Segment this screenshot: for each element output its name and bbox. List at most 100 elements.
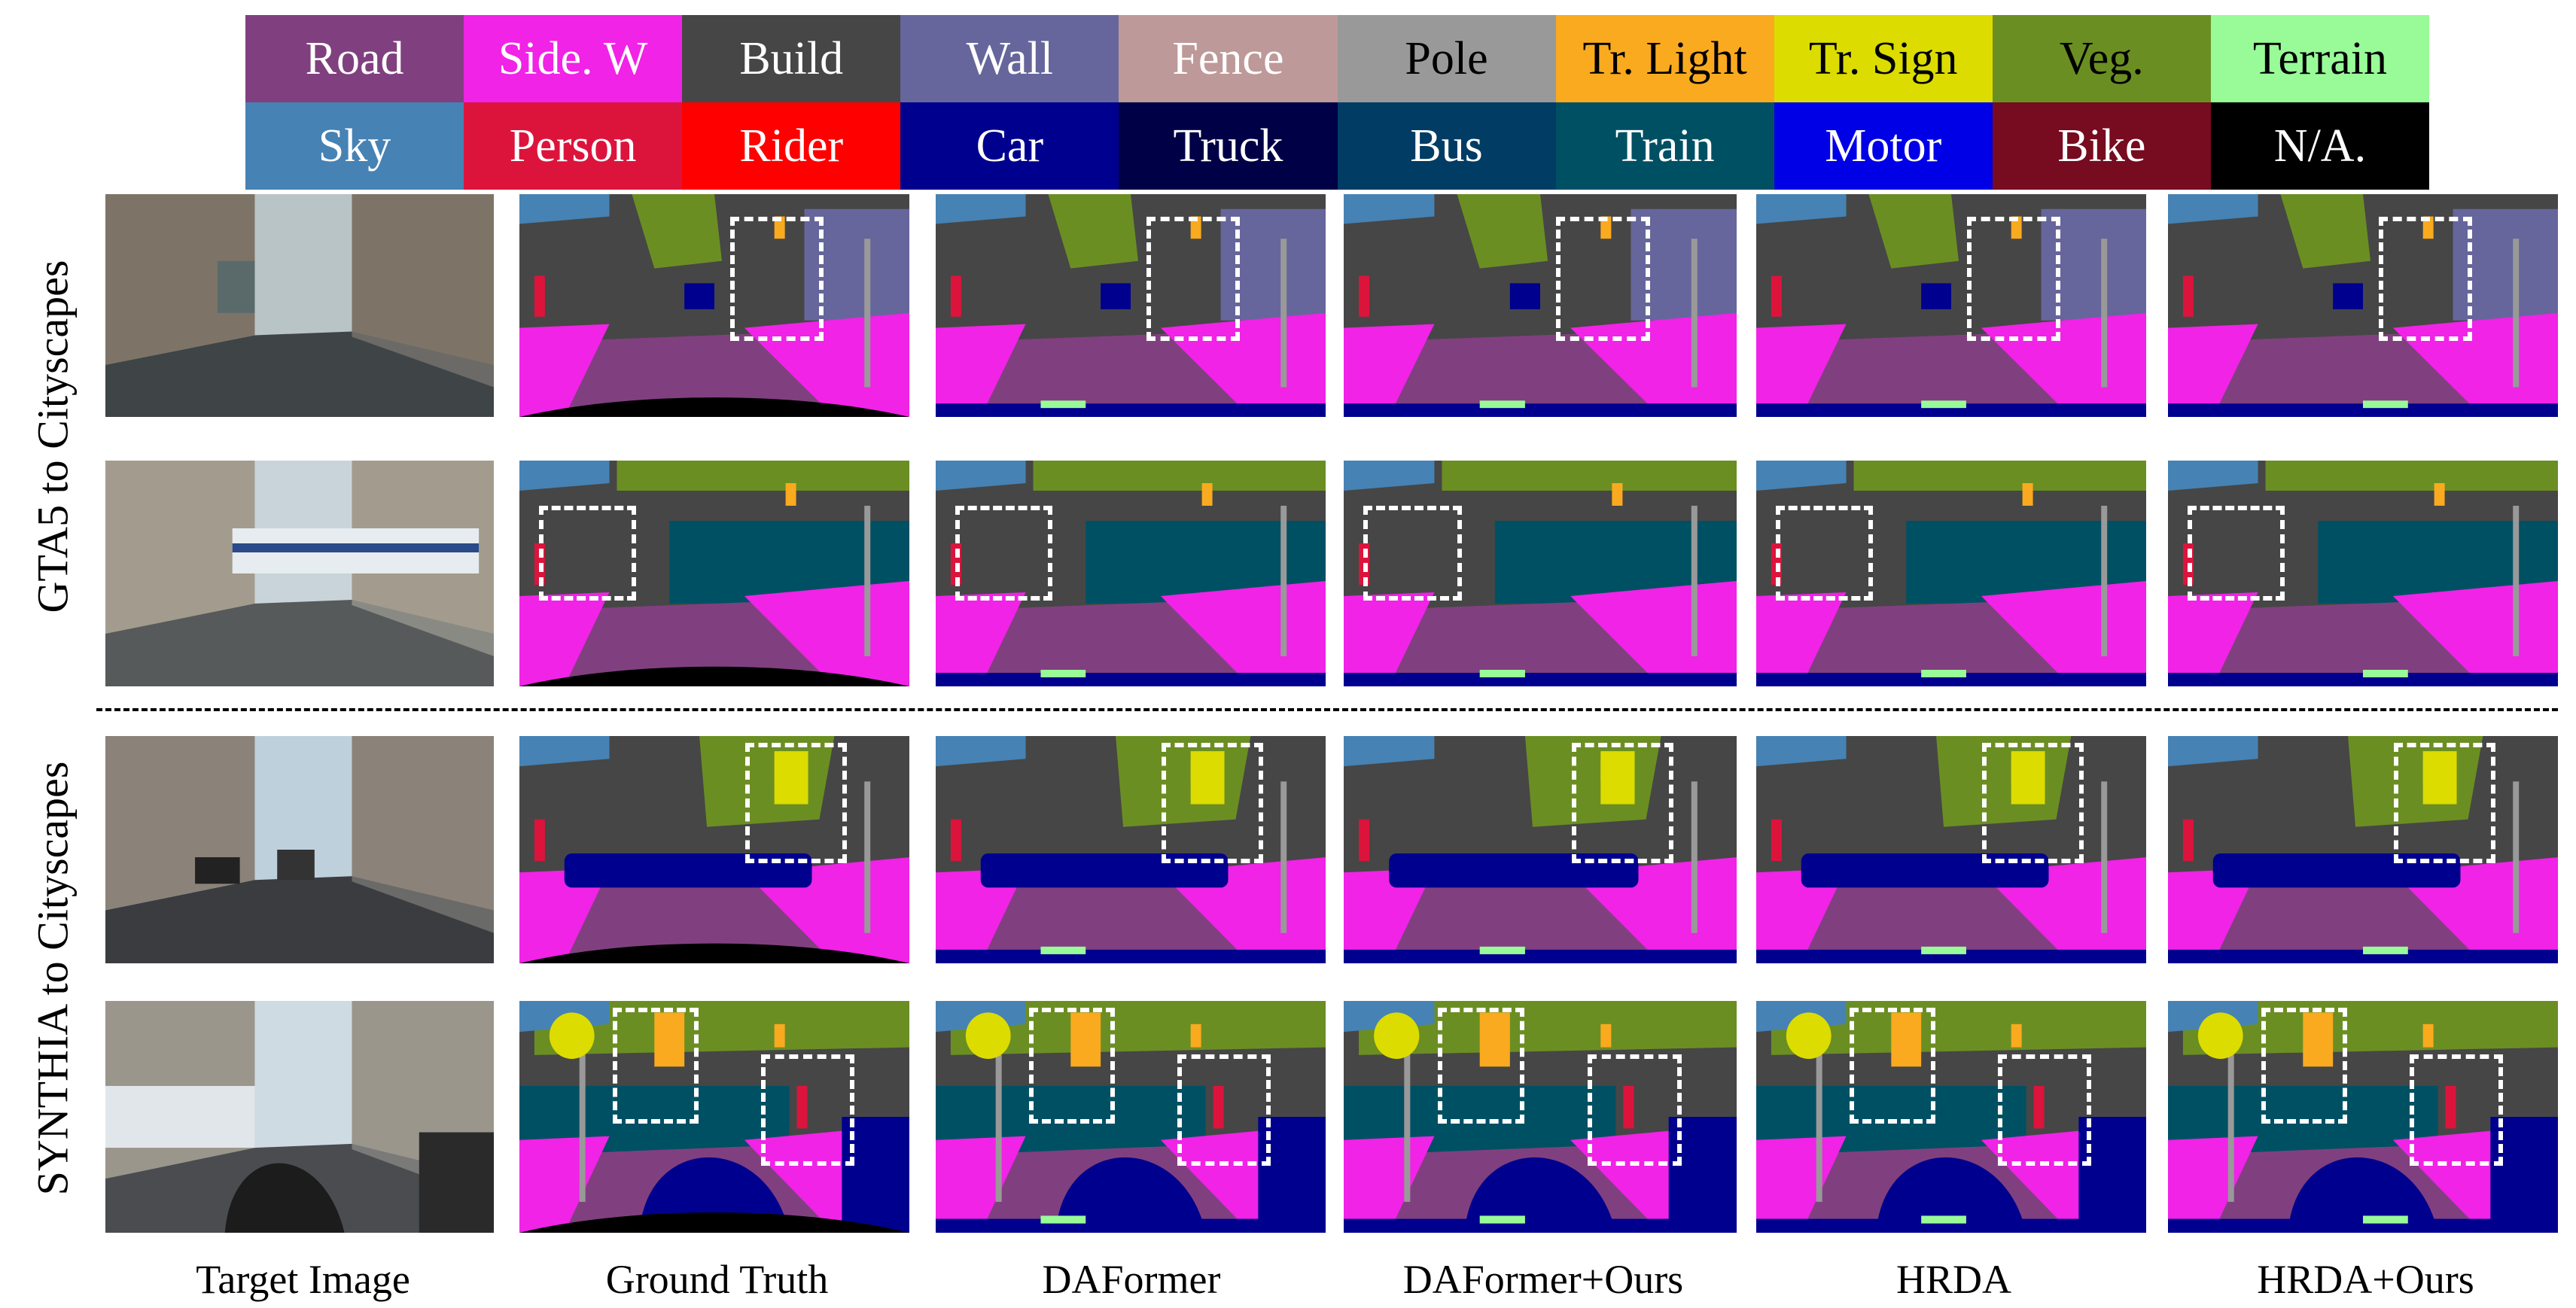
highlight-box <box>745 743 848 864</box>
cell-r3-target-image <box>105 736 494 963</box>
segmentation-map <box>1344 736 1737 963</box>
cell-r1-ground-truth <box>519 194 909 417</box>
cell-r2-target-image <box>105 461 494 686</box>
highlight-box <box>1177 1054 1271 1166</box>
highlight-box <box>2394 743 2496 864</box>
cell-r2-daformer <box>936 461 1326 686</box>
column-label-hrda-ours: HRDA+Ours <box>2257 1257 2474 1302</box>
cell-r3-daformer-ours <box>1344 736 1737 963</box>
column-label-daformer: DAFormer <box>1042 1257 1221 1302</box>
cell-r3-hrda-ours <box>2168 736 2558 963</box>
cell-r1-daformer-ours <box>1344 194 1737 417</box>
legend-wall: Wall <box>900 15 1119 102</box>
target-photo <box>105 736 494 963</box>
legend-veg: Veg. <box>1992 15 2211 102</box>
cell-r4-daformer <box>936 1001 1326 1233</box>
cell-r3-hrda <box>1756 736 2146 963</box>
highlight-box <box>1029 1008 1116 1124</box>
cell-r4-hrda-ours <box>2168 1001 2558 1233</box>
legend-n-a: N/A. <box>2210 102 2429 190</box>
legend-rider: Rider <box>682 102 901 190</box>
highlight-box <box>1363 506 1462 601</box>
highlight-box <box>761 1054 855 1166</box>
highlight-box <box>2187 506 2285 601</box>
legend-bus: Bus <box>1337 102 1556 190</box>
target-photo <box>105 194 494 417</box>
highlight-box <box>955 506 1053 601</box>
segmentation-map <box>936 461 1326 686</box>
legend-terrain: Terrain <box>2210 15 2429 102</box>
cell-r2-ground-truth <box>519 461 909 686</box>
cell-r2-hrda-ours <box>2168 461 2558 686</box>
legend-motor: Motor <box>1774 102 1993 190</box>
cell-r2-hrda <box>1756 461 2146 686</box>
segmentation-map <box>2168 461 2558 686</box>
legend-fence: Fence <box>1119 15 1338 102</box>
segmentation-map <box>2168 736 2558 963</box>
cell-r3-daformer <box>936 736 1326 963</box>
highlight-box <box>1982 743 2084 864</box>
segmentation-map <box>519 1001 909 1233</box>
target-photo <box>105 461 494 686</box>
legend-pole: Pole <box>1337 15 1556 102</box>
cell-r2-daformer-ours <box>1344 461 1737 686</box>
highlight-box <box>1587 1054 1682 1166</box>
cell-r3-ground-truth <box>519 736 909 963</box>
highlight-box <box>2261 1008 2348 1124</box>
highlight-box <box>1162 743 1264 864</box>
column-label-ground-truth: Ground Truth <box>605 1257 829 1302</box>
segmentation-map <box>2168 194 2558 417</box>
highlight-box <box>1571 743 1674 864</box>
highlight-box <box>729 216 824 342</box>
legend-tr-sign: Tr. Sign <box>1774 15 1993 102</box>
column-label-hrda: HRDA <box>1895 1257 2011 1302</box>
segmentation-map <box>1344 461 1737 686</box>
legend-sky: Sky <box>245 102 464 190</box>
segmentation-map <box>1756 736 2146 963</box>
highlight-box <box>1438 1008 1525 1124</box>
cell-r4-target-image <box>105 1001 494 1233</box>
highlight-box <box>2410 1054 2504 1166</box>
cell-r4-ground-truth <box>519 1001 909 1233</box>
legend-truck: Truck <box>1119 102 1338 190</box>
cell-r4-daformer-ours <box>1344 1001 1737 1233</box>
highlight-box <box>1146 216 1241 342</box>
highlight-box <box>1966 216 2061 342</box>
cell-r4-hrda <box>1756 1001 2146 1233</box>
legend-tr-light: Tr. Light <box>1555 15 1774 102</box>
segmentation-map <box>519 194 909 417</box>
legend-build: Build <box>682 15 901 102</box>
segmentation-map <box>1344 194 1737 417</box>
segmentation-map <box>1344 1001 1737 1233</box>
column-label-target-image: Target Image <box>196 1257 410 1302</box>
segmentation-map <box>519 461 909 686</box>
cell-r1-hrda-ours <box>2168 194 2558 417</box>
legend-car: Car <box>900 102 1119 190</box>
column-label-daformer-ours: DAFormer+Ours <box>1402 1257 1684 1302</box>
legend-person: Person <box>464 102 683 190</box>
target-photo <box>105 1001 494 1233</box>
highlight-box <box>2378 216 2473 342</box>
highlight-box <box>538 506 637 601</box>
row-group-synthia-text: SYNTHIA to Cityscapes <box>28 761 78 1196</box>
highlight-box <box>613 1008 699 1124</box>
segmentation-map <box>936 736 1326 963</box>
row-group-gta5-text: GTA5 to Cityscapes <box>28 260 78 613</box>
highlight-box <box>1850 1008 1936 1124</box>
cell-r1-hrda <box>1756 194 2146 417</box>
legend-train: Train <box>1555 102 1774 190</box>
cell-r1-daformer <box>936 194 1326 417</box>
highlight-box <box>1775 506 1874 601</box>
legend-road: Road <box>245 15 464 102</box>
domain-separator-line <box>96 708 2558 711</box>
segmentation-map <box>519 736 909 963</box>
highlight-box <box>1998 1054 2092 1166</box>
cell-r1-target-image <box>105 194 494 417</box>
legend-side-w: Side. W <box>464 15 683 102</box>
segmentation-map <box>936 194 1326 417</box>
segmentation-map <box>1756 194 2146 417</box>
legend-bike: Bike <box>1992 102 2211 190</box>
segmentation-map <box>1756 461 2146 686</box>
highlight-box <box>1555 216 1651 342</box>
